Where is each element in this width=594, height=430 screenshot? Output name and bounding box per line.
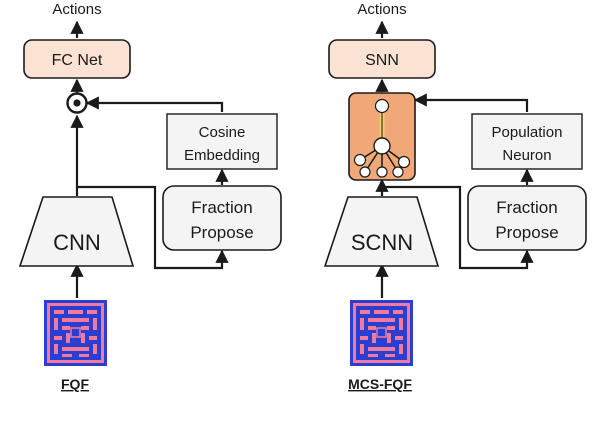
left-propose-label: Propose [190,223,253,242]
right-population-to-neuron-arrow [413,93,529,112]
left-elementwise-product-icon [66,92,88,114]
left-panel: Actions FC Net Cosine Embedding Fraction… [18,1,282,392]
right-connectors [375,20,534,298]
left-actions-label: Actions [52,1,101,18]
right-population-label: Population [492,124,563,141]
right-neuron-label: Neuron [502,147,551,164]
neuron-soma [373,137,391,155]
left-caption-fqf: FQF [61,376,89,392]
left-fraction-label: Fraction [191,198,252,217]
right-game-frame [350,300,413,366]
right-actions-label: Actions [357,1,406,18]
spiking-neuron-icon [348,92,416,181]
left-embedding-to-product-arrow [85,96,224,112]
left-cnn-to-fraction-arrow [77,185,229,270]
left-fraction-propose-box [162,185,282,251]
left-cnn-trapezoid [18,196,135,267]
left-fc-net-label: FC Net [52,52,103,69]
neuron-node-top [374,98,390,114]
left-cosine-embedding-box [166,113,278,170]
right-propose-label: Propose [495,223,558,242]
right-panel: Actions SNN Population Neuron Fraction P… [323,1,587,392]
left-embedding-label: Embedding [184,147,260,164]
right-scnn-to-fraction-arrow [382,185,534,270]
right-scnn-label: SCNN [351,230,413,255]
neuron-node-bottom-right [392,166,404,178]
neuron-node-left [353,153,367,167]
neuron-node-bottom-left [359,166,371,178]
left-cosine-label: Cosine [199,124,246,141]
left-connectors [70,20,229,298]
right-fraction-propose-box [467,185,587,251]
neuron-node-right [397,155,411,169]
right-fraction-label: Fraction [496,198,557,217]
left-fc-net-box [23,39,131,79]
right-snn-box [328,39,436,79]
left-game-frame [44,300,107,366]
right-caption-mcs-fqf: MCS-FQF [348,376,412,392]
right-population-neuron-box [471,113,583,170]
right-snn-label: SNN [365,52,399,69]
neuron-node-bottom [376,166,388,178]
right-scnn-trapezoid [323,196,440,267]
left-cnn-label: CNN [53,230,101,255]
